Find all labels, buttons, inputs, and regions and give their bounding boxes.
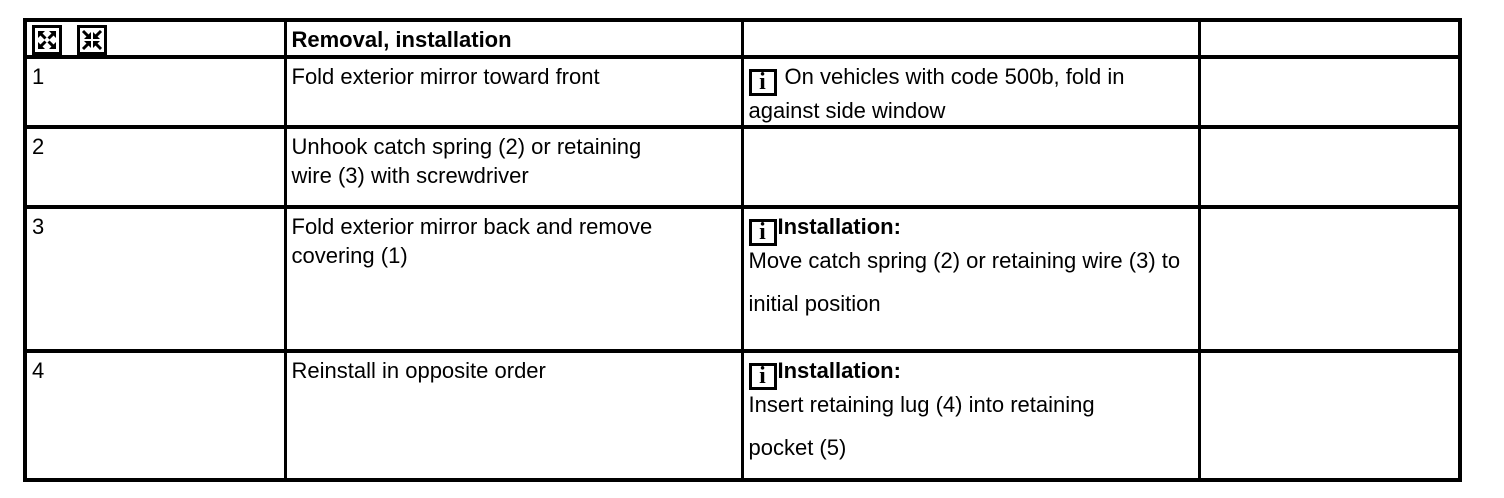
info-icon: i (748, 219, 777, 246)
extra-cell (1197, 349, 1460, 480)
step-number: 2 (23, 125, 285, 207)
step-action-text: wire (3) with screwdriver (291, 163, 529, 188)
extra-cell (1197, 125, 1460, 207)
note-text: Move catch spring (2) or retaining wire … (748, 248, 1181, 273)
step-action-cell: Unhook catch spring (2) or retaining wir… (283, 125, 742, 207)
info-icon: i (748, 69, 777, 96)
procedure-table-wrapper: Removal, installation 1 Fold exterior mi… (23, 18, 1462, 482)
info-icon: i (748, 363, 777, 390)
column-title: Removal, installation (283, 18, 742, 57)
header-notes-cell (740, 18, 1199, 57)
window-controls-cell (23, 18, 285, 57)
step-action-text: covering (1) (291, 243, 408, 268)
extra-cell (1197, 55, 1460, 127)
header-extra-cell (1197, 18, 1460, 57)
table-row: 3 Fold exterior mirror back and remove c… (23, 205, 1460, 351)
step-action-cell: Fold exterior mirror back and remove cov… (283, 205, 742, 351)
header-row: Removal, installation (23, 18, 1460, 57)
note-text: pocket (5) (748, 435, 847, 460)
extra-cell (1197, 205, 1460, 351)
note-text: against side window (748, 98, 946, 123)
table-row: 1 Fold exterior mirror toward front i On … (23, 55, 1460, 127)
table-row: 2 Unhook catch spring (2) or retaining w… (23, 125, 1460, 207)
step-note-cell (740, 125, 1199, 207)
collapse-icon[interactable] (77, 25, 108, 55)
procedure-table: Removal, installation 1 Fold exterior mi… (23, 18, 1462, 482)
note-text: Insert retaining lug (4) into retaining (748, 392, 1095, 417)
step-action-text: Unhook catch spring (2) or retaining (291, 134, 642, 159)
step-action-cell: Fold exterior mirror toward front (283, 55, 742, 127)
step-action-text: Reinstall in opposite order (291, 358, 546, 383)
step-number: 1 (23, 55, 285, 127)
step-number: 4 (23, 349, 285, 480)
note-heading: Installation: (777, 214, 901, 239)
step-note-cell: i On vehicles with code 500b, fold in aga… (740, 55, 1199, 127)
expand-icon[interactable] (32, 25, 62, 55)
step-action-text: Fold exterior mirror back and remove (291, 214, 653, 239)
note-text: initial position (748, 291, 881, 316)
step-number: 3 (23, 205, 285, 351)
note-text: On vehicles with code 500b, fold in (784, 64, 1125, 89)
step-action-cell: Reinstall in opposite order (283, 349, 742, 480)
note-heading: Installation: (777, 358, 901, 383)
step-action-text: Fold exterior mirror toward front (291, 64, 600, 89)
